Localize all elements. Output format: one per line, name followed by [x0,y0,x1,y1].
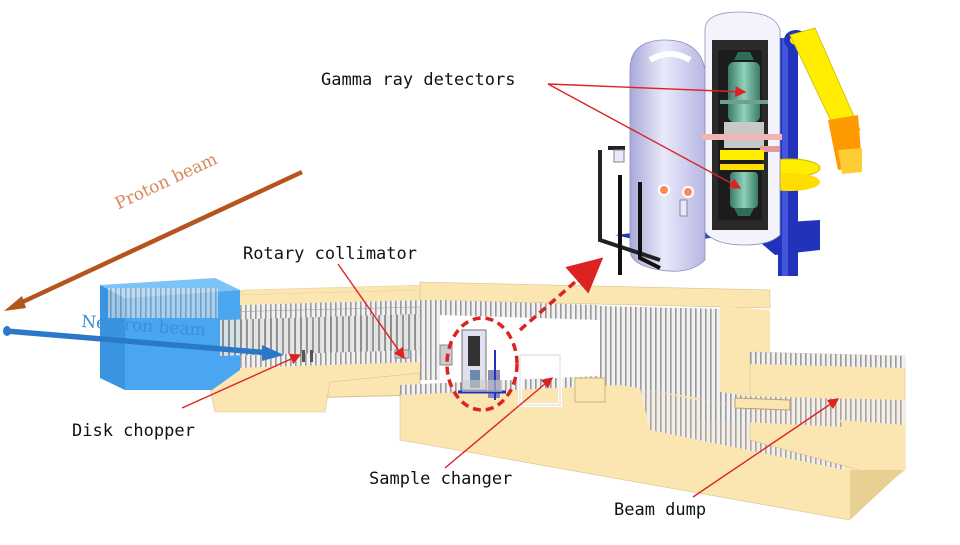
disk-chopper-label: Disk chopper [72,421,195,441]
beam-dump-label: Beam dump [614,500,707,520]
sample-pointer [444,377,554,469]
collimator-section [220,314,420,356]
gamma-pointer-lower [547,83,742,189]
rotary-pointer [337,263,405,360]
sample-area-walls [419,281,771,400]
gamma-pointer-upper [547,83,747,98]
sample-changer-label: Sample changer [369,469,513,489]
disk-pointer [181,353,302,409]
annotation-arrows [181,83,840,498]
zoom-indicator [445,257,604,412]
neutron-beam-arrow [3,326,284,361]
rotary-collimator-label: Rotary collimator [243,244,417,264]
beamline-shielding [100,278,906,521]
beam-dump-block [700,351,906,520]
sample-changer-apparatus [458,329,506,400]
proton-beam-arrow [4,169,303,311]
zoom-arrow [518,257,604,332]
gamma-ray-detectors-label: Gamma ray detectors [321,70,516,90]
entrance-block [100,278,240,390]
sample-frame [518,353,606,407]
detector-assembly [598,11,862,276]
dump-pointer [692,398,840,498]
sample-highlight-circle [445,316,519,412]
